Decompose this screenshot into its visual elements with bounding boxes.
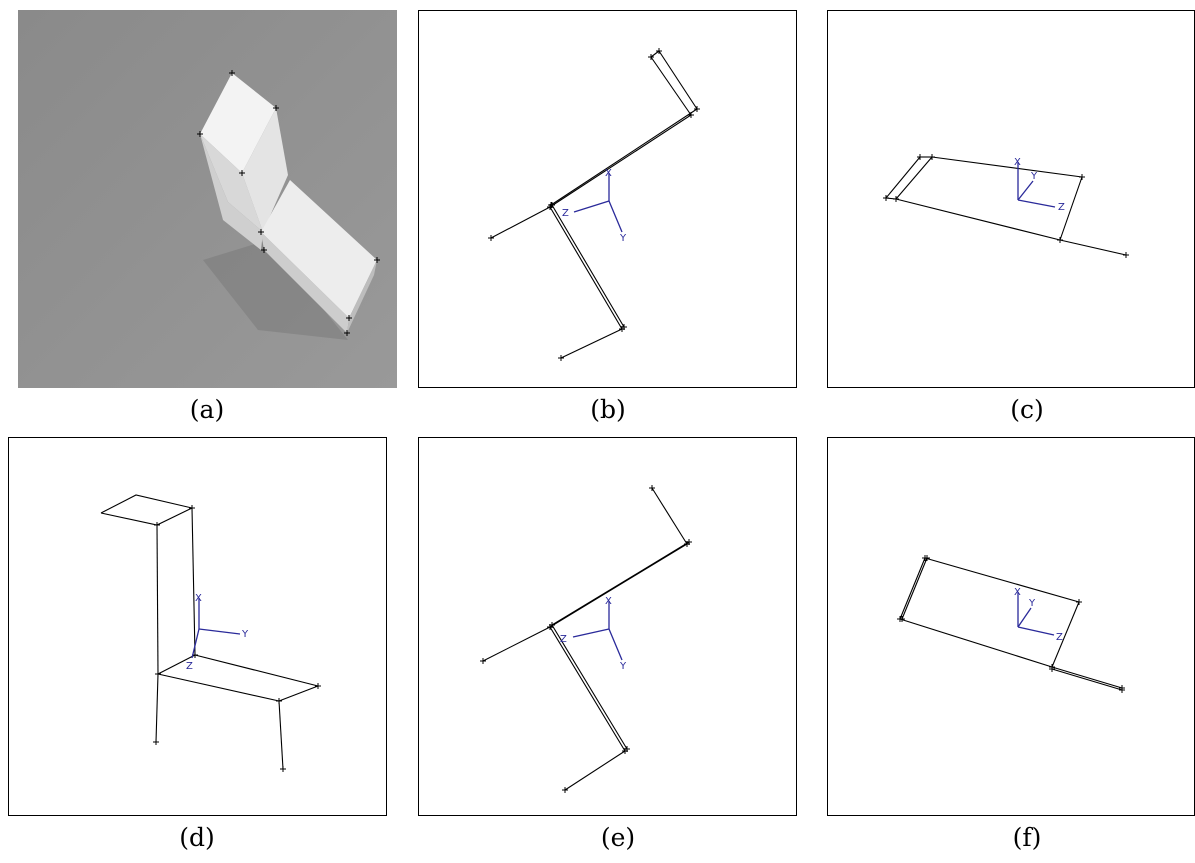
vertex-marker bbox=[315, 683, 321, 689]
block-photo-drawing bbox=[18, 10, 397, 388]
axis-x-label: X bbox=[1014, 587, 1021, 598]
vertex-marker bbox=[1049, 666, 1055, 672]
caption-f: (f) bbox=[1012, 823, 1042, 852]
panel-f-wireframe: X Y Z bbox=[827, 437, 1195, 816]
axis-x-label: X bbox=[605, 596, 612, 607]
axis-z-label: Z bbox=[1056, 632, 1063, 643]
vertex-marker bbox=[488, 235, 494, 241]
axis-z-label: Z bbox=[186, 661, 193, 672]
vertex-marker bbox=[549, 622, 555, 628]
vertex-marker bbox=[155, 671, 161, 677]
vertex-marker bbox=[624, 746, 630, 752]
axis-z-label: Z bbox=[1058, 202, 1065, 213]
vertex-marker bbox=[549, 202, 555, 208]
panel-c-wireframe: X Y Z bbox=[827, 10, 1195, 388]
panel-d-wireframe: X Y Z bbox=[8, 437, 387, 816]
vertex-marker bbox=[924, 555, 930, 561]
vertex-marker bbox=[686, 539, 692, 545]
axis-z-label: Z bbox=[562, 208, 569, 219]
vertex-marker bbox=[153, 739, 159, 745]
axis-triad: X Y Z bbox=[560, 596, 627, 672]
axis-x-label: X bbox=[1014, 157, 1021, 168]
wireframe-b: X Y Z bbox=[488, 48, 700, 361]
vertex-marker bbox=[893, 196, 899, 202]
wireframe-edges bbox=[488, 48, 700, 361]
vertex-marker bbox=[558, 355, 564, 361]
vertex-marker bbox=[1123, 252, 1129, 258]
vertex-marker bbox=[1079, 174, 1085, 180]
panel-b-wireframe: X Y Z bbox=[418, 10, 797, 388]
caption-c: (c) bbox=[1010, 395, 1044, 424]
axis-y-label: Y bbox=[619, 233, 627, 244]
vertex-marker bbox=[1076, 599, 1082, 605]
wireframe-edges bbox=[480, 485, 692, 793]
axis-triad: X Y Z bbox=[1014, 587, 1063, 643]
axis-z-label: Z bbox=[560, 634, 567, 645]
wireframe-edges bbox=[883, 154, 1129, 258]
wireframe-f: X Y Z bbox=[897, 555, 1125, 693]
panel-e-wireframe: X Y Z bbox=[418, 437, 797, 816]
caption-e: (e) bbox=[600, 823, 636, 852]
caption-d: (d) bbox=[179, 823, 215, 852]
caption-a: (a) bbox=[189, 395, 225, 424]
vertex-marker bbox=[562, 787, 568, 793]
panel-a-photo bbox=[18, 10, 397, 388]
vertex-marker bbox=[280, 766, 286, 772]
axis-y-label: Y bbox=[1030, 171, 1038, 182]
vertex-marker bbox=[480, 658, 486, 664]
axis-x-label: X bbox=[605, 168, 612, 179]
corner-markers bbox=[197, 70, 380, 336]
axis-y-label: Y bbox=[619, 661, 627, 672]
wireframe-d: X Y Z bbox=[100, 494, 321, 772]
vertex-marker bbox=[276, 698, 282, 704]
vertex-marker bbox=[189, 505, 195, 511]
vertex-marker bbox=[648, 54, 654, 60]
vertex-marker bbox=[917, 154, 923, 160]
vertex-marker bbox=[1057, 237, 1063, 243]
axis-triad: X Y Z bbox=[562, 168, 627, 244]
vertex-marker bbox=[621, 324, 627, 330]
axis-x-label: X bbox=[195, 593, 202, 604]
vertex-marker bbox=[688, 112, 694, 118]
vertex-marker bbox=[899, 616, 905, 622]
axis-triad: X Y Z bbox=[1014, 157, 1065, 213]
axis-y-label: Y bbox=[1028, 598, 1036, 609]
vertex-marker bbox=[883, 195, 889, 201]
wireframe-e: X Y Z bbox=[480, 485, 692, 793]
vertex-marker bbox=[1119, 687, 1125, 693]
vertex-marker bbox=[649, 485, 655, 491]
vertex-marker bbox=[656, 48, 662, 54]
wireframe-edges bbox=[897, 555, 1125, 693]
vertex-marker bbox=[154, 522, 160, 528]
vertex-marker bbox=[929, 154, 935, 160]
wireframe-c: X Y Z bbox=[883, 154, 1129, 258]
axis-y-label: Y bbox=[241, 629, 249, 640]
caption-b: (b) bbox=[590, 395, 626, 424]
vertex-marker bbox=[694, 106, 700, 112]
axis-triad: X Y Z bbox=[186, 593, 249, 672]
wireframe-edges bbox=[100, 494, 321, 772]
